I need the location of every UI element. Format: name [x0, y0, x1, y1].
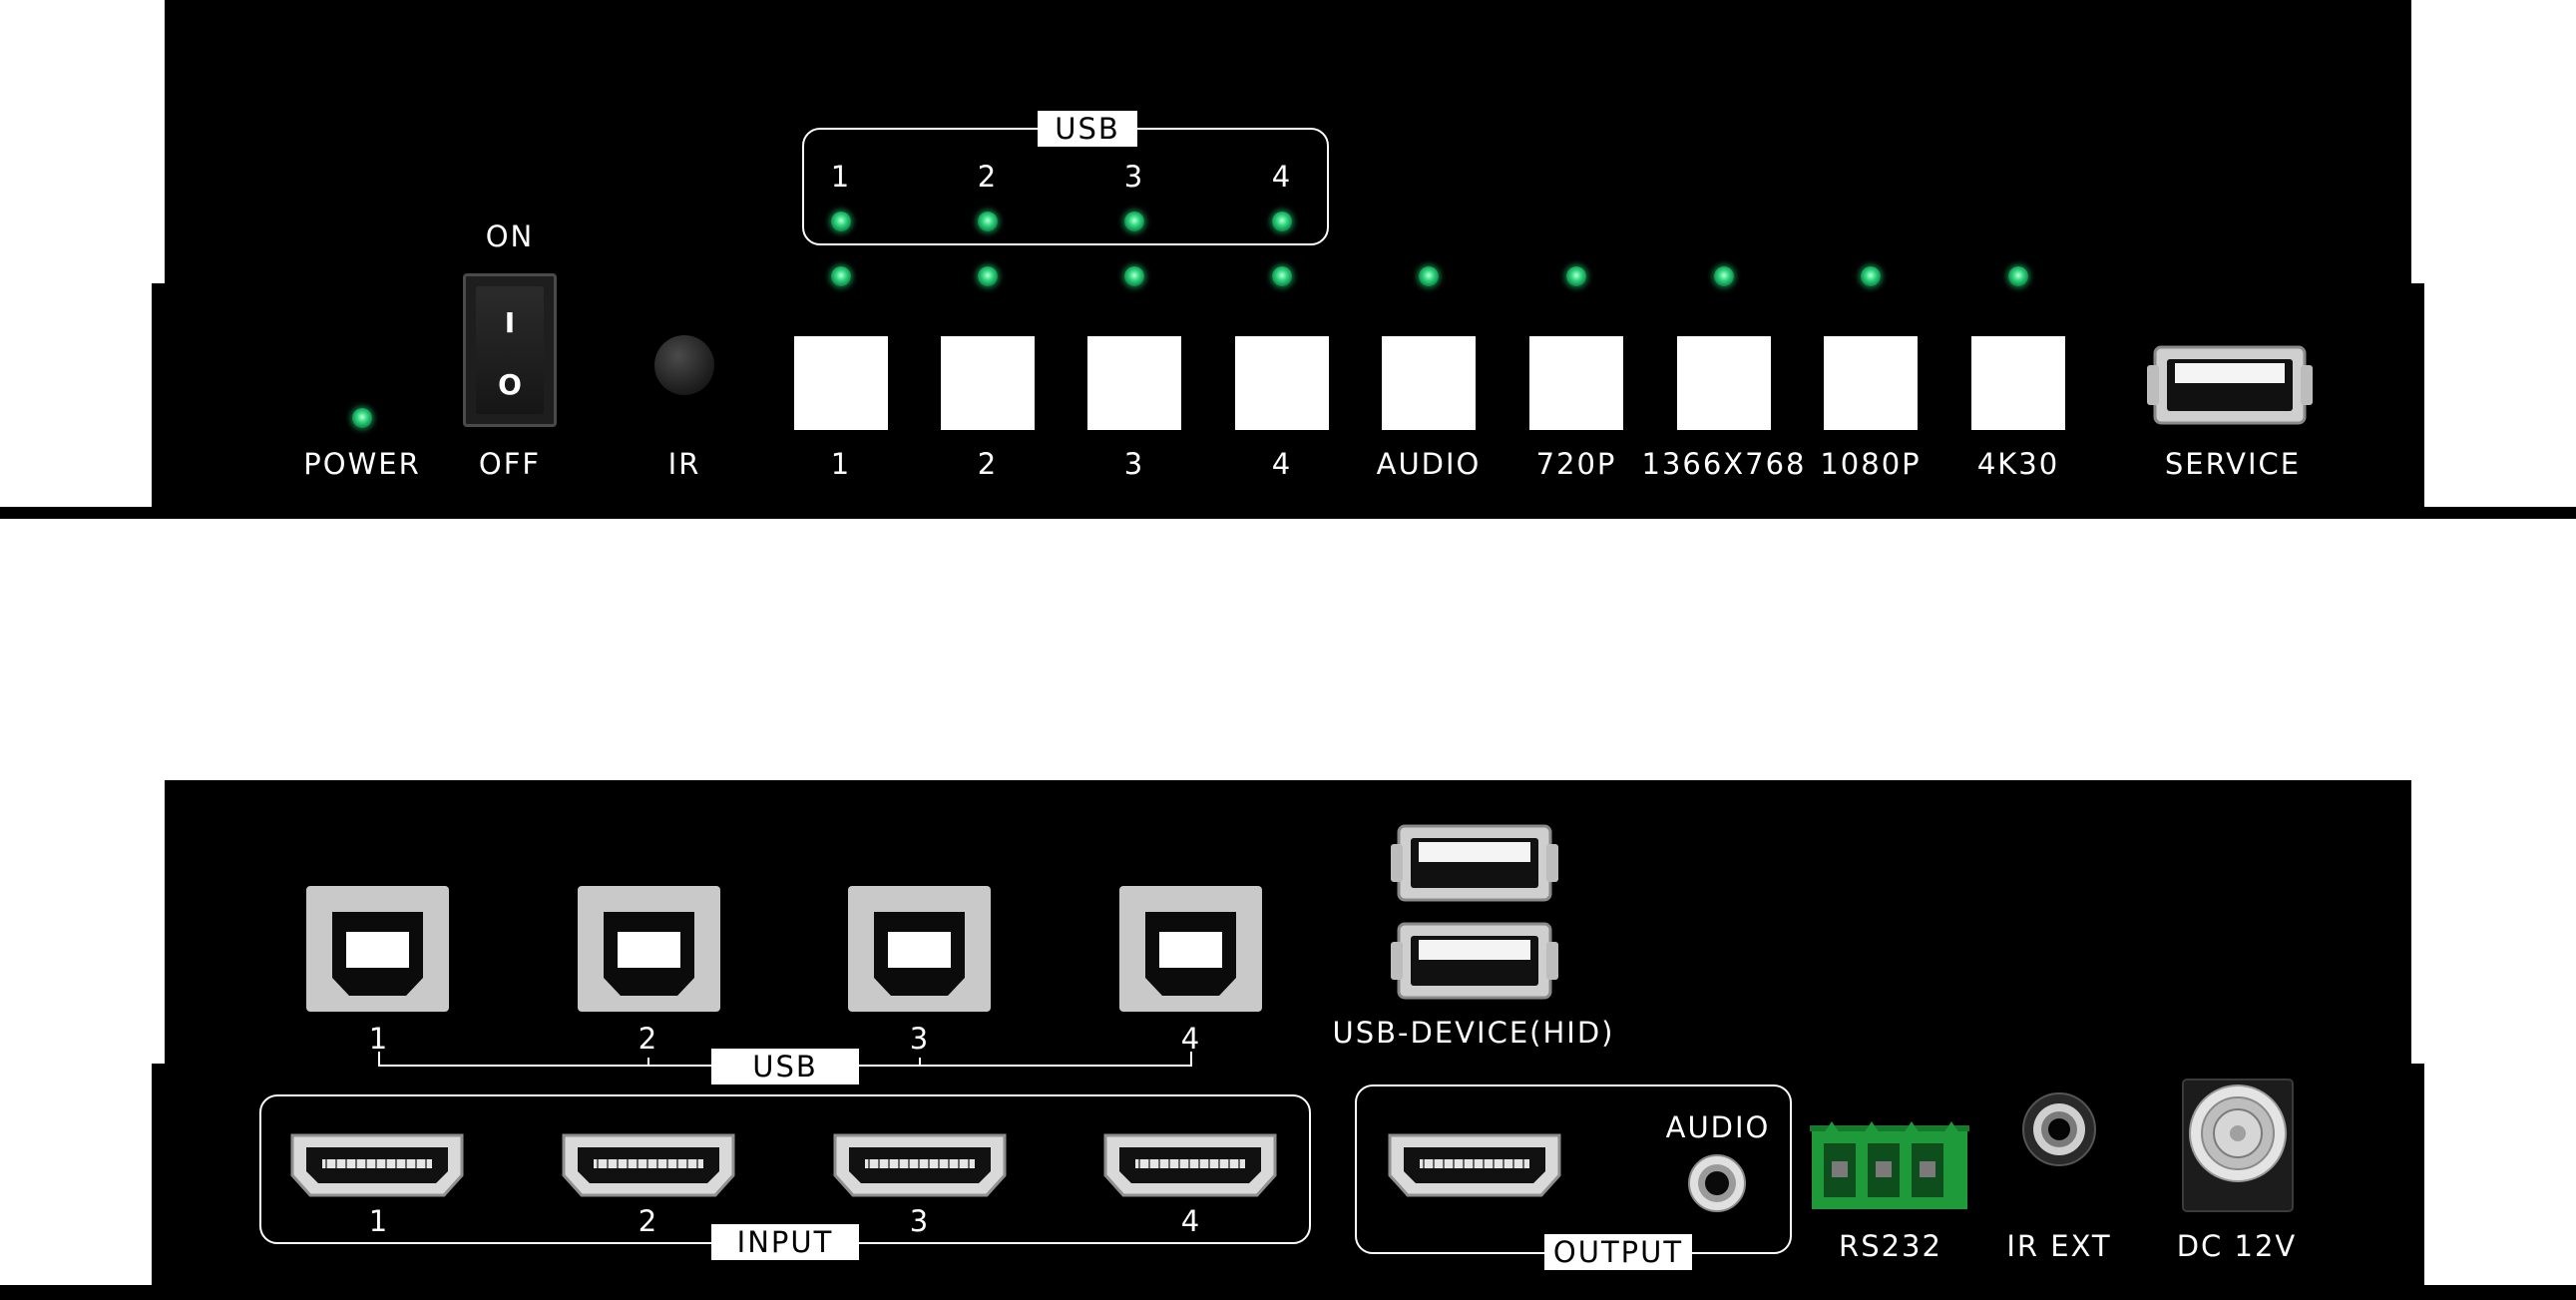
output-audio-label: AUDIO [1665, 1110, 1771, 1144]
hdmi-input-label-4: 4 [1180, 1204, 1202, 1238]
switch-on-label: ON [485, 219, 535, 253]
hdmi-input-port-icon-3[interactable] [831, 1129, 1009, 1201]
usb-indicator-number-3: 3 [1123, 160, 1145, 194]
hdmi-input-label-1: 1 [368, 1204, 390, 1238]
hdmi-output-port-icon[interactable] [1386, 1129, 1563, 1201]
button-label-4k30: 4K30 [1976, 447, 2060, 481]
power-led [352, 408, 372, 428]
button-label-2: 2 [977, 447, 999, 481]
power-switch[interactable]: I O [463, 273, 557, 427]
button-led-4 [1272, 266, 1292, 286]
usb-device-port-icon-2[interactable] [1389, 920, 1560, 1002]
output-group-label: OUTPUT [1544, 1234, 1692, 1270]
service-label: SERVICE [2164, 447, 2302, 481]
usb-b-port-label-3: 3 [909, 1022, 931, 1056]
usb-b-port-label-1: 1 [368, 1022, 390, 1056]
usb-indicator-led-3 [1124, 212, 1144, 231]
usb-indicator-number-1: 1 [830, 160, 852, 194]
select-button-3[interactable] [1087, 336, 1181, 430]
rs232-label: RS232 [1839, 1229, 1942, 1263]
usb-b-port-icon-2[interactable] [578, 886, 720, 1012]
resolution-720p-button[interactable] [1529, 336, 1623, 430]
button-led-1 [831, 266, 851, 286]
resolution-4k30-button[interactable] [1971, 336, 2065, 430]
resolution-1080p-button[interactable] [1824, 336, 1918, 430]
usb-group-label: USB [711, 1049, 859, 1084]
usb-indicator-led-2 [978, 212, 998, 231]
button-label-720p: 720P [1535, 447, 1617, 481]
button-label-audio: AUDIO [1376, 447, 1482, 481]
button-led-1366x768 [1714, 266, 1734, 286]
hdmi-input-port-icon-4[interactable] [1101, 1129, 1279, 1201]
audio-out-jack-icon[interactable] [1687, 1153, 1747, 1213]
front-panel-body [165, 0, 2411, 519]
button-led-1080p [1861, 266, 1881, 286]
input-group-label: INPUT [711, 1224, 859, 1260]
rear-right-flange [2401, 1285, 2576, 1300]
ir-receiver-icon [654, 335, 714, 395]
usb-indicator-number-2: 2 [977, 160, 999, 194]
power-label: POWER [303, 447, 421, 481]
usb-indicator-number-4: 4 [1271, 160, 1293, 194]
resolution-1366x768-button[interactable] [1677, 336, 1771, 430]
usb-indicator-led-4 [1272, 212, 1292, 231]
power-switch-rocker [476, 286, 544, 414]
select-button-4[interactable] [1235, 336, 1329, 430]
switch-off-glyph: O [498, 368, 522, 401]
front-left-flange [0, 507, 175, 519]
hdmi-input-port-icon-1[interactable] [288, 1129, 466, 1201]
select-button-2[interactable] [941, 336, 1035, 430]
front-left-ear [152, 283, 172, 519]
button-label-1: 1 [830, 447, 852, 481]
rear-right-ear [2404, 1064, 2424, 1300]
button-led-audio [1419, 266, 1439, 286]
button-led-4k30 [2008, 266, 2028, 286]
dc-power-jack-icon[interactable] [2181, 1078, 2295, 1213]
usb-b-port-icon-4[interactable] [1119, 886, 1262, 1012]
button-label-3: 3 [1123, 447, 1145, 481]
button-led-3 [1124, 266, 1144, 286]
rear-left-flange [0, 1285, 175, 1300]
usb-b-port-label-2: 2 [638, 1022, 659, 1056]
rear-panel-body [165, 780, 2411, 1300]
front-right-flange [2401, 507, 2576, 519]
usb-b-port-icon-1[interactable] [306, 886, 449, 1012]
rear-left-ear [152, 1064, 172, 1300]
ir-label: IR [667, 447, 701, 481]
hdmi-input-port-icon-2[interactable] [560, 1129, 737, 1201]
usb-indicator-group-label: USB [1038, 111, 1137, 147]
switch-off-label: OFF [478, 447, 542, 481]
button-label-4: 4 [1271, 447, 1293, 481]
usb-b-port-icon-3[interactable] [848, 886, 991, 1012]
ir-ext-jack-icon[interactable] [2021, 1091, 2097, 1167]
usb-b-port-label-4: 4 [1180, 1022, 1202, 1056]
usb-device-label: USB-DEVICE(HID) [1332, 1016, 1615, 1050]
hdmi-input-label-2: 2 [638, 1204, 659, 1238]
dc-12v-label: DC 12V [2176, 1229, 2298, 1263]
button-led-2 [978, 266, 998, 286]
service-usb-port-icon[interactable] [2145, 343, 2315, 427]
audio-button[interactable] [1382, 336, 1476, 430]
button-led-720p [1566, 266, 1586, 286]
button-label-1080p: 1080P [1820, 447, 1922, 481]
front-right-ear [2404, 283, 2424, 519]
button-label-1366x768: 1366X768 [1641, 447, 1807, 481]
hdmi-input-label-3: 3 [909, 1204, 931, 1238]
usb-device-port-icon-1[interactable] [1389, 822, 1560, 904]
switch-on-glyph: I [504, 306, 516, 339]
ir-ext-label: IR EXT [2006, 1229, 2112, 1263]
rs232-terminal-icon[interactable] [1810, 1119, 1969, 1211]
usb-indicator-led-1 [831, 212, 851, 231]
select-button-1[interactable] [794, 336, 888, 430]
